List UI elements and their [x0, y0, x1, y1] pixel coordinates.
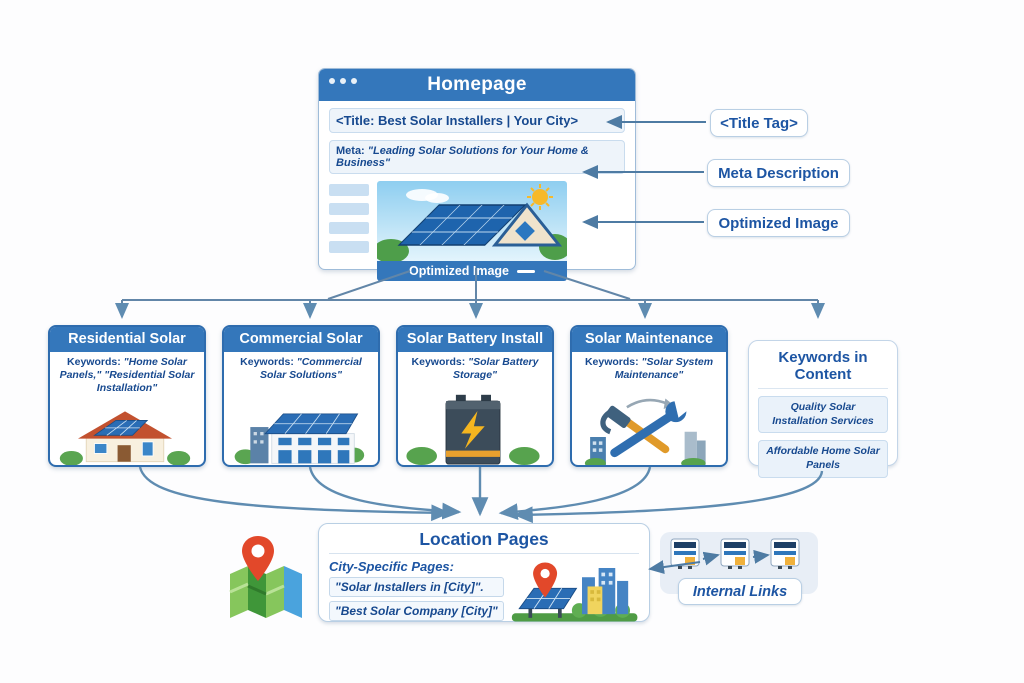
- location-pages-title: Location Pages: [329, 529, 639, 554]
- service-box-solar-maintenance: Solar Maintenance Keywords: "Solar Syste…: [570, 325, 728, 467]
- house-solar-icon: [59, 411, 191, 465]
- keywords-in-content-title: Keywords in Content: [758, 349, 888, 389]
- linked-page-icon: [670, 538, 700, 569]
- service-title: Commercial Solar: [224, 327, 378, 352]
- homepage-title: Homepage: [427, 74, 527, 95]
- optimized-image-caption: Optimized Image: [377, 261, 567, 281]
- window-dots-icon: [329, 78, 357, 84]
- service-keywords: Keywords: "Solar Battery Storage": [411, 356, 539, 382]
- location-keyword: "Solar Installers in [City]".: [329, 577, 504, 597]
- solar-city-pin-illustration: [511, 562, 638, 622]
- service-box-residential-solar: Residential Solar Keywords: "Home Solar …: [48, 325, 206, 467]
- service-keywords: Keywords: "Commercial Solar Solutions": [240, 356, 362, 382]
- meta-description-callout: Meta Description: [707, 159, 850, 187]
- location-pages-box: Location Pages City-Specific Pages: "Sol…: [318, 523, 650, 622]
- service-title: Solar Maintenance: [572, 327, 726, 352]
- map-pin-icon: [242, 536, 274, 581]
- hammer-wrench-icon: [584, 395, 706, 465]
- battery-bolt-icon: [406, 394, 540, 465]
- map-pin-icon: [532, 562, 557, 598]
- location-keyword: "Best Solar Company [City]": [329, 601, 504, 621]
- service-title: Residential Solar: [50, 327, 204, 352]
- commercial-building-solar-icon: [234, 413, 365, 465]
- service-box-commercial-solar: Commercial Solar Keywords: "Commercial S…: [222, 325, 380, 467]
- city-specific-pages-label: City-Specific Pages:: [329, 559, 454, 574]
- keyword-chip: Quality Solar Installation Services: [758, 396, 888, 434]
- optimized-image-callout: Optimized Image: [707, 209, 850, 237]
- keyword-chip: Affordable Home Solar Panels: [758, 440, 888, 478]
- meta-label: Meta:: [336, 145, 365, 157]
- keywords-in-content-box: Keywords in Content Quality Solar Instal…: [748, 340, 898, 478]
- linked-page-icon: [770, 538, 800, 569]
- service-title: Solar Battery Install: [398, 327, 552, 352]
- service-keywords: Keywords: "Solar System Maintenance": [584, 356, 714, 382]
- title-tag-callout: <Title Tag>: [710, 109, 808, 137]
- internal-links-label: Internal Links: [678, 578, 802, 605]
- meta-text: "Leading Solar Solutions for Your Home &…: [336, 145, 589, 169]
- service-keywords: Keywords: "Home Solar Panels," "Resident…: [59, 356, 195, 395]
- homepage-window: Homepage <Title: Best Solar Installers |…: [318, 68, 636, 281]
- city-map-pin-icon: [229, 536, 302, 618]
- homepage-titlebar: Homepage: [319, 69, 635, 101]
- hero-solar-house-image: [377, 181, 567, 261]
- title-tag-field: <Title: Best Solar Installers | Your Cit…: [329, 108, 625, 133]
- sun-icon: [527, 184, 553, 210]
- service-box-solar-battery: Solar Battery Install Keywords: "Solar B…: [396, 325, 554, 467]
- content-placeholder-bars: [329, 181, 369, 281]
- linked-page-icon: [720, 538, 750, 569]
- meta-description-field: Meta: "Leading Solar Solutions for Your …: [329, 140, 625, 174]
